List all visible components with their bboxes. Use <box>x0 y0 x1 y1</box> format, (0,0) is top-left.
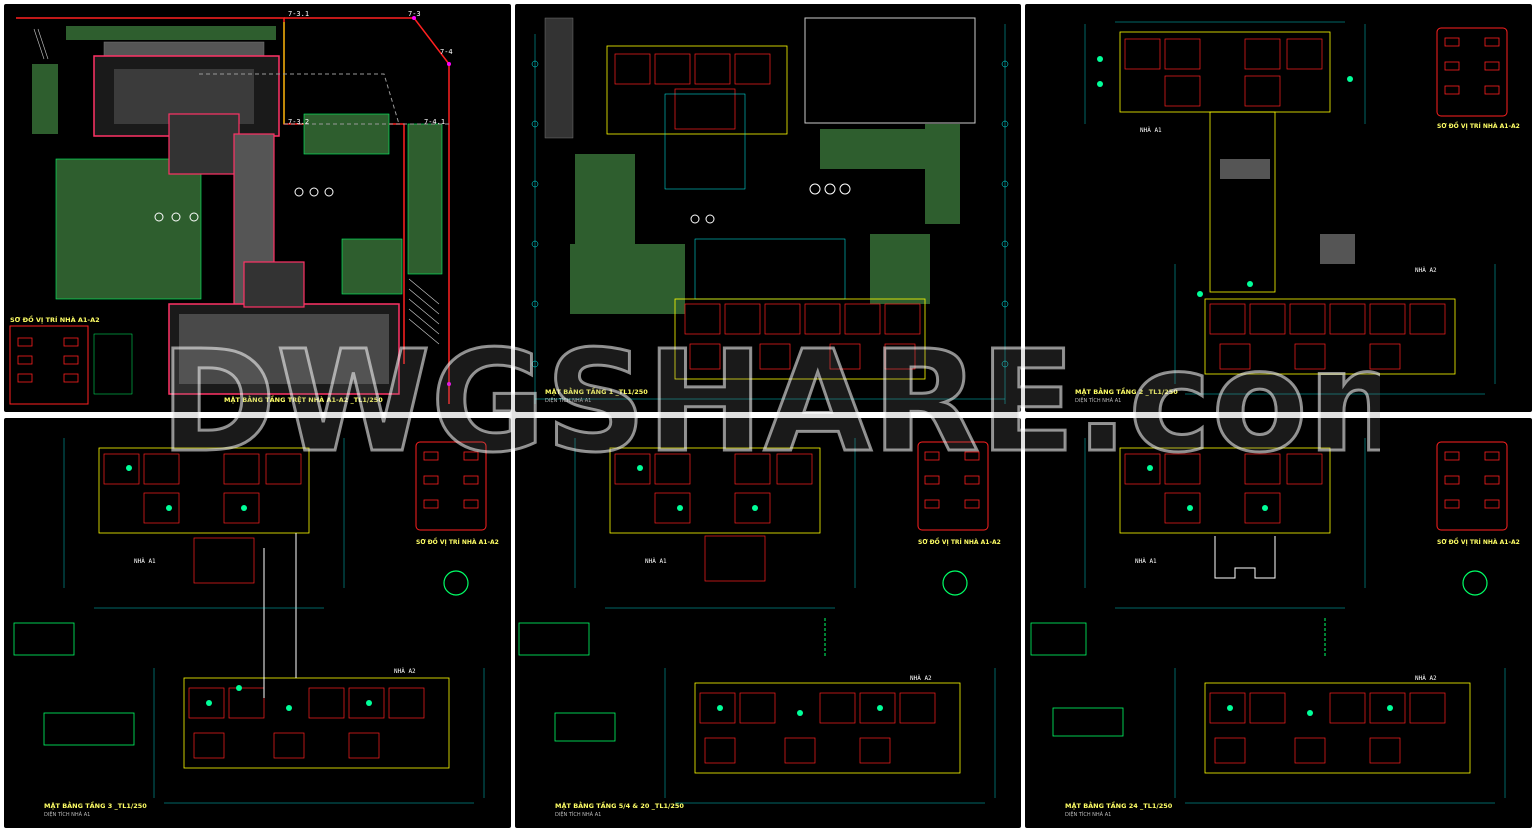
legend-title: SƠ ĐỒ VỊ TRÍ NHÀ A1-A2 <box>1437 121 1520 130</box>
panel-subtitle: DIỆN TÍCH NHÀ A1 <box>555 810 601 818</box>
panel-floor-2[interactable]: NHÀ A1 NHÀ A2 SƠ ĐỒ VỊ TRÍ NHÀ A1-A2 MẶT… <box>1025 4 1532 412</box>
floor-2-drawing: NHÀ A1 NHÀ A2 SƠ ĐỒ VỊ TRÍ NHÀ A1-A2 MẶT… <box>1075 21 1520 404</box>
legend-title: SƠ ĐỒ VỊ TRÍ NHÀ A1-A2 <box>10 314 100 324</box>
grid-label-7-3-1: 7-3.1 <box>288 10 309 18</box>
panel-subtitle: DIỆN TÍCH NHÀ A1 <box>545 396 591 404</box>
panel-ground-floor[interactable]: 7-3.1 7-3.2 7-3 7-4 7-4.1 SƠ ĐỒ VỊ TRÍ N… <box>4 4 511 412</box>
label-nha-a2: NHÀ A2 <box>1415 675 1437 682</box>
label-nha-a1: NHÀ A1 <box>1140 127 1162 134</box>
ground-floor-drawing: 7-3.1 7-3.2 7-3 7-4 7-4.1 SƠ ĐỒ VỊ TRÍ N… <box>9 10 453 405</box>
panel-title: MẶT BẰNG TẦNG 3 _TL1/250 <box>44 800 147 810</box>
panel-title: MẶT BẰNG TẦNG 1 _TL1/250 <box>545 386 648 396</box>
panel-floor-3[interactable]: NHÀ A1 NHÀ A2 SƠ ĐỒ VỊ TRÍ NHÀ A1-A2 MẶT… <box>4 418 511 828</box>
legend-title: SƠ ĐỒ VỊ TRÍ NHÀ A1-A2 <box>416 537 499 546</box>
label-nha-a2: NHÀ A2 <box>1415 267 1437 274</box>
panel-floor-1[interactable]: MẶT BẰNG TẦNG 1 _TL1/250 DIỆN TÍCH NHÀ A… <box>515 4 1021 412</box>
grid-label-7-4-1: 7-4.1 <box>424 118 445 126</box>
panel-title: MẶT BẰNG TẦNG 5/4 & 20 _TL1/250 <box>555 800 684 810</box>
panel-subtitle: DIỆN TÍCH NHÀ A1 <box>1075 396 1121 404</box>
label-nha-a1: NHÀ A1 <box>134 558 156 565</box>
legend-title: SƠ ĐỒ VỊ TRÍ NHÀ A1-A2 <box>918 537 1001 546</box>
grid-label-7-4: 7-4 <box>440 48 453 56</box>
floor-5-20-drawing: NHÀ A1 NHÀ A2 SƠ ĐỒ VỊ TRÍ NHÀ A1-A2 MẶT… <box>518 438 1001 818</box>
floor-24-drawing: NHÀ A1 NHÀ A2 SƠ ĐỒ VỊ TRÍ NHÀ A1-A2 MẶT… <box>1030 438 1520 818</box>
panel-title: MẶT BẰNG TẦNG 24 _TL1/250 <box>1065 800 1173 810</box>
panel-floor-5-20[interactable]: NHÀ A1 NHÀ A2 SƠ ĐỒ VỊ TRÍ NHÀ A1-A2 MẶT… <box>515 418 1021 828</box>
panel-subtitle: DIỆN TÍCH NHÀ A1 <box>1065 810 1111 818</box>
floor-1-drawing: MẶT BẰNG TẦNG 1 _TL1/250 DIỆN TÍCH NHÀ A… <box>531 17 1009 404</box>
panel-title: MẶT BẰNG TẦNG 2 _TL1/250 <box>1075 386 1178 396</box>
grid-label-7-3: 7-3 <box>408 10 421 18</box>
panel-floor-24[interactable]: NHÀ A1 NHÀ A2 SƠ ĐỒ VỊ TRÍ NHÀ A1-A2 MẶT… <box>1025 418 1532 828</box>
label-nha-a1: NHÀ A1 <box>645 558 667 565</box>
legend-title: SƠ ĐỒ VỊ TRÍ NHÀ A1-A2 <box>1437 537 1520 546</box>
floor-3-drawing: NHÀ A1 NHÀ A2 SƠ ĐỒ VỊ TRÍ NHÀ A1-A2 MẶT… <box>13 438 499 818</box>
label-nha-a1: NHÀ A1 <box>1135 558 1157 565</box>
panel-subtitle: DIỆN TÍCH NHÀ A1 <box>44 810 90 818</box>
label-nha-a2: NHÀ A2 <box>910 675 932 682</box>
label-nha-a2: NHÀ A2 <box>394 668 416 675</box>
grid-label-7-3-2: 7-3.2 <box>288 118 309 126</box>
panel-title: MẶT BẰNG TẦNG TRỆT NHÀ A1-A2 _TL1/250 <box>224 394 383 404</box>
